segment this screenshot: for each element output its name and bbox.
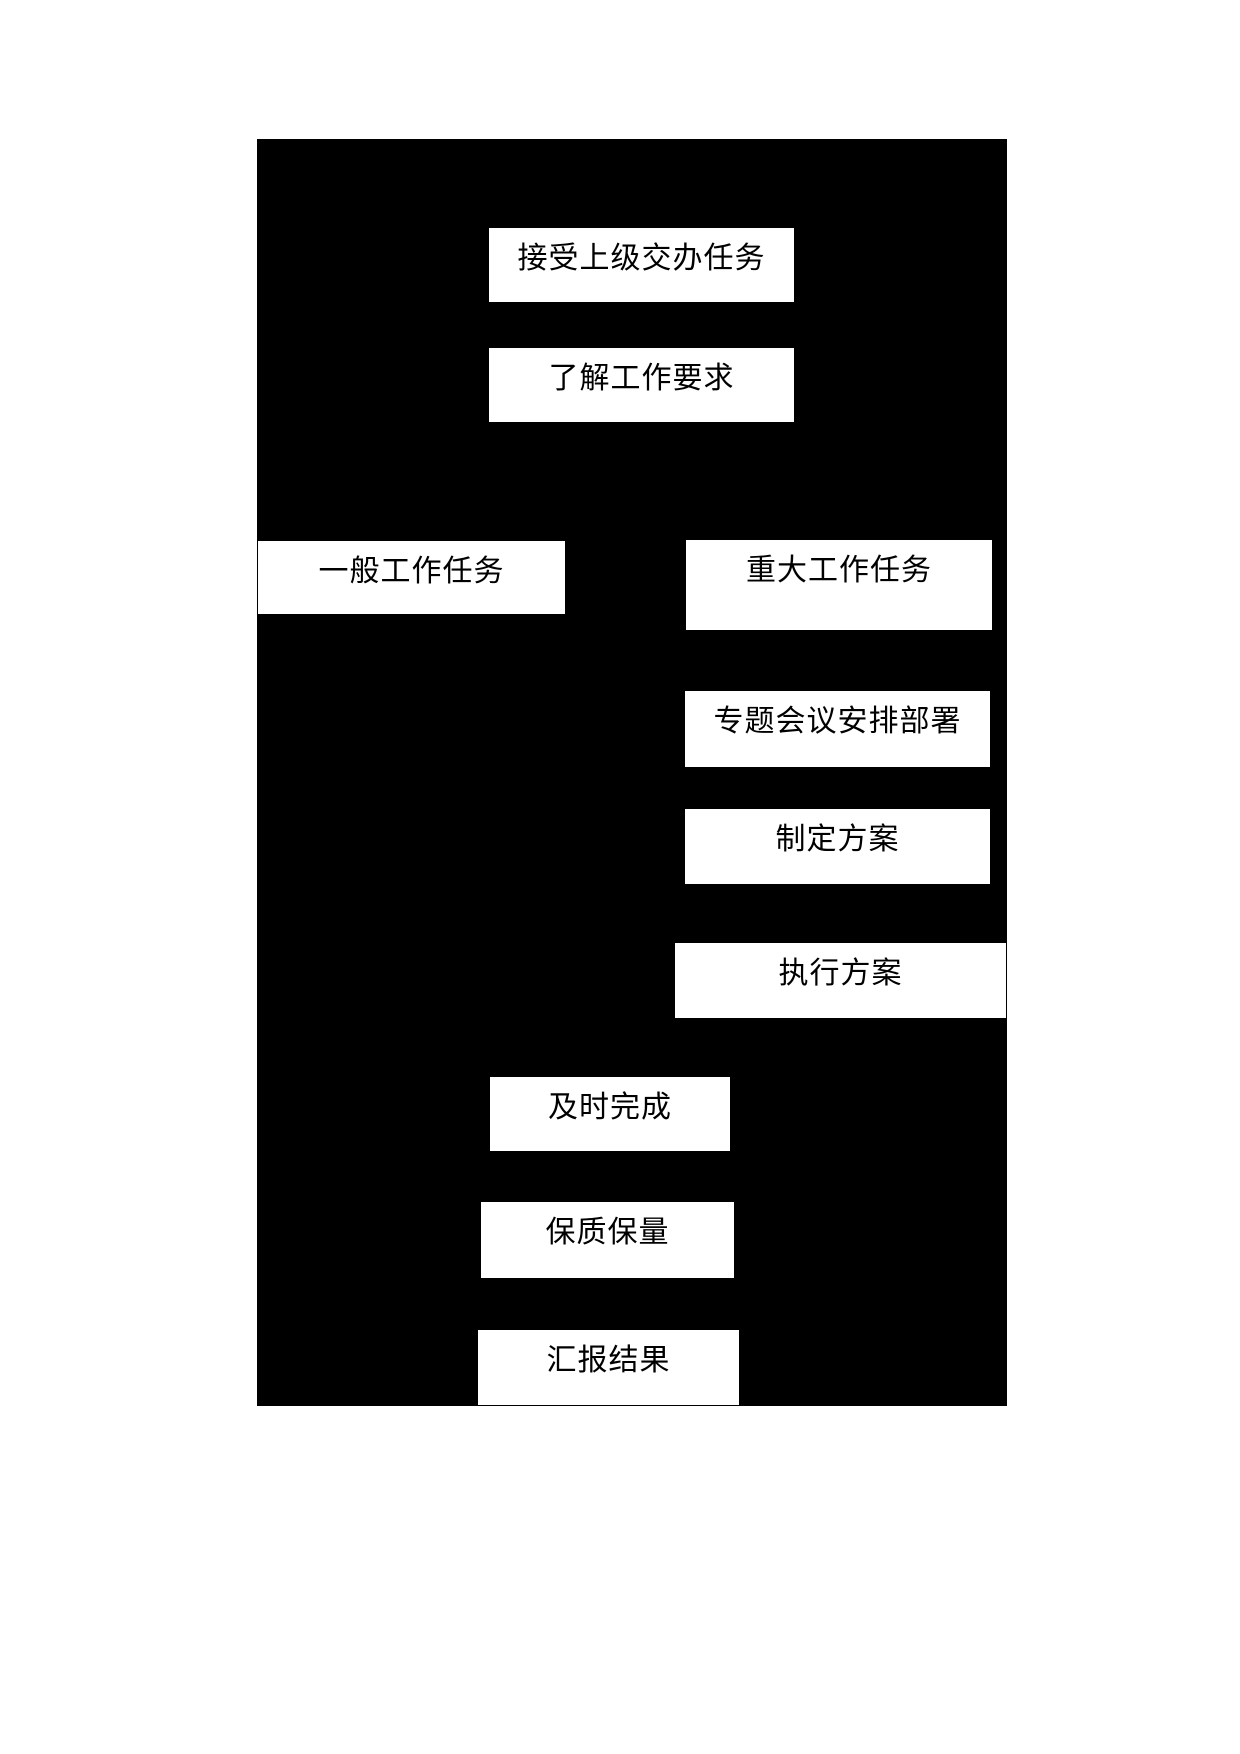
flowchart-node-accept-task: 接受上级交办任务 [489, 228, 794, 302]
flowchart-node-quality-quantity: 保质保量 [481, 1202, 734, 1278]
flowchart-node-make-plan: 制定方案 [685, 809, 990, 884]
flowchart-node-major-task: 重大工作任务 [686, 540, 992, 630]
flowchart-node-special-meeting: 专题会议安排部署 [685, 691, 990, 767]
flowchart-node-finish-on-time: 及时完成 [490, 1077, 730, 1151]
flowchart-canvas: 接受上级交办任务 了解工作要求 一般工作任务 重大工作任务 专题会议安排部署 制… [257, 139, 1007, 1406]
flowchart-node-report-results: 汇报结果 [478, 1330, 739, 1405]
flowchart-node-understand-requirements: 了解工作要求 [489, 348, 794, 422]
flowchart-node-general-task: 一般工作任务 [258, 541, 565, 614]
flowchart-node-execute-plan: 执行方案 [675, 943, 1006, 1018]
